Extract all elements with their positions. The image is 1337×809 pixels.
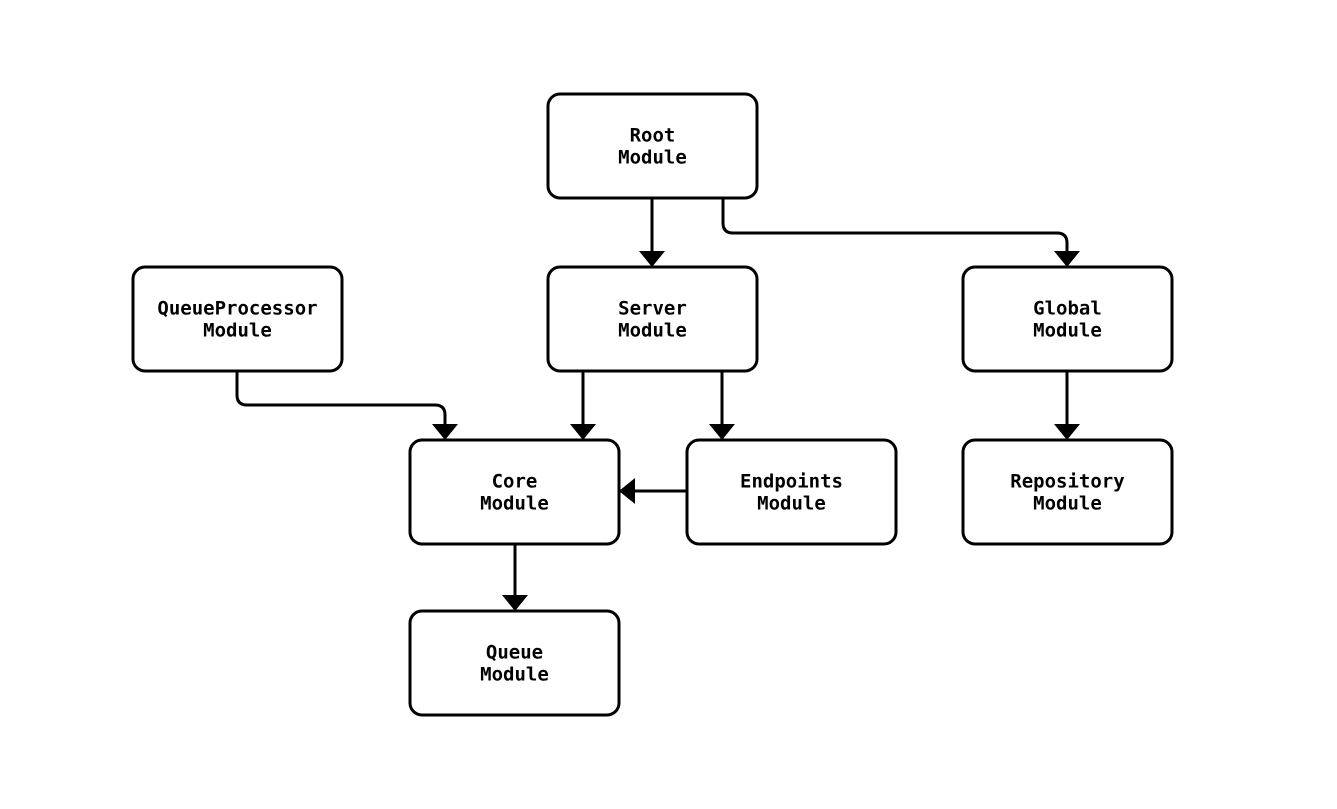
node-box — [685, 438, 898, 546]
node-label-line: QueueProcessor — [157, 298, 317, 320]
edge-queueprocessor-module-to-core-module — [235, 371, 458, 440]
node-label-line: Module — [757, 493, 826, 515]
node-label-line: Module — [618, 147, 687, 169]
arrowhead-icon — [570, 424, 596, 440]
node-label-line: Repository — [1010, 471, 1124, 493]
node-label-line: Core — [492, 471, 538, 493]
edge-core-module-to-queue-module — [502, 544, 528, 611]
arrowhead-icon — [1054, 424, 1080, 440]
node-box — [546, 92, 759, 200]
arrowhead-icon — [502, 595, 528, 611]
edge-root-module-to-server-module — [639, 198, 665, 267]
edge-server-module-to-core-module — [570, 371, 596, 440]
arrowhead-icon — [1054, 251, 1080, 267]
node-label-line: Module — [1033, 493, 1102, 515]
edge-server-module-to-endpoints-module — [709, 371, 735, 440]
node-box — [408, 438, 621, 546]
arrowhead-icon — [619, 478, 635, 504]
node-label-line: Root — [630, 125, 676, 147]
node-label-line: Module — [1033, 320, 1102, 342]
node-label-line: Queue — [486, 642, 543, 664]
node-label-line: Module — [618, 320, 687, 342]
node-label-line: Module — [480, 664, 549, 686]
node-box — [546, 265, 759, 373]
node-label-line: Server — [618, 298, 687, 320]
edge-line — [721, 198, 1069, 267]
arrowhead-icon — [432, 424, 458, 440]
edge-endpoints-module-to-core-module — [619, 478, 687, 504]
node-label-line: Module — [203, 320, 272, 342]
node-label-line: Module — [480, 493, 549, 515]
node-box — [408, 609, 621, 717]
edge-global-module-to-repository-module — [1054, 371, 1080, 440]
node-box — [131, 265, 344, 373]
arrowhead-icon — [639, 251, 665, 267]
edge-line — [235, 371, 447, 440]
node-box — [961, 438, 1174, 546]
edge-root-module-to-global-module — [721, 198, 1080, 267]
node-box — [961, 265, 1174, 373]
node-label-line: Global — [1033, 298, 1102, 320]
node-label-line: Endpoints — [740, 471, 843, 493]
arrowhead-icon — [709, 424, 735, 440]
